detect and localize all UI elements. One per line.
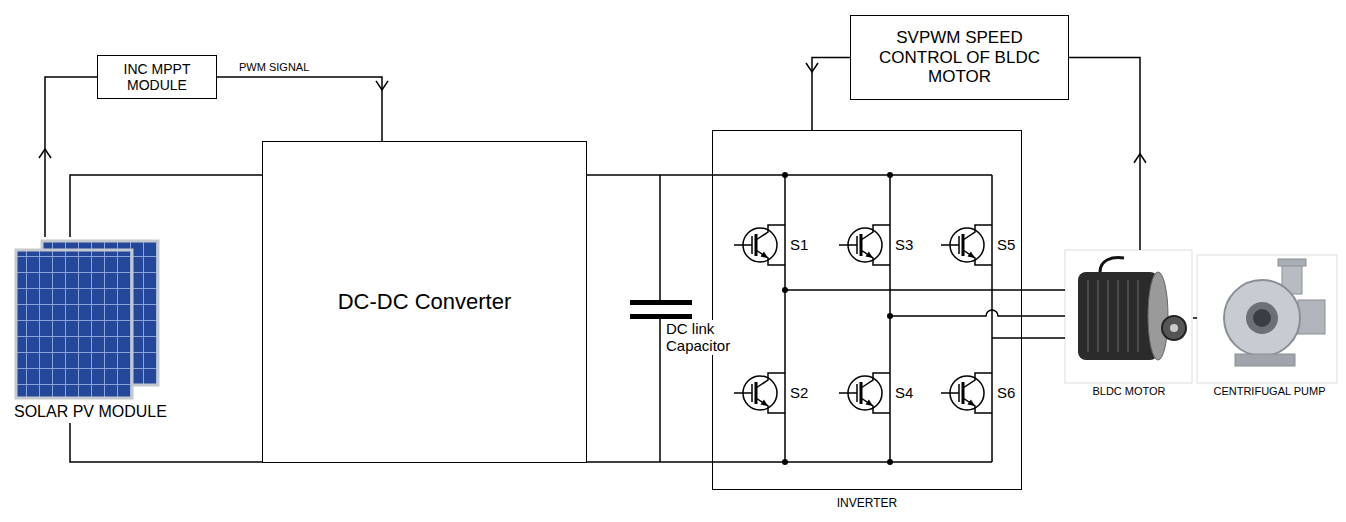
pump-picture <box>1197 255 1337 383</box>
inverter-box: INVERTER <box>712 130 1022 490</box>
junction-dot <box>887 459 893 465</box>
pump-picture <box>1197 255 1337 383</box>
node-label: INC MPPT MODULE <box>110 61 204 93</box>
igbt-switch <box>734 225 785 265</box>
connector-line <box>1022 315 1065 317</box>
igbt-switch <box>839 373 890 413</box>
arrowhead <box>39 149 51 158</box>
solar-panel <box>16 250 132 398</box>
junction-dot <box>887 313 893 319</box>
junction-dot <box>782 172 788 178</box>
arrowhead <box>1134 154 1146 163</box>
igbt-switch <box>839 225 890 265</box>
inverter-wiring <box>785 175 992 462</box>
connector <box>1193 318 1197 319</box>
connector <box>1022 338 1065 339</box>
process-box: INC MPPT MODULE <box>97 55 217 99</box>
centrifugal-pump: CENTRIFUGAL PUMP <box>1197 255 1342 400</box>
solar-panel <box>16 241 158 398</box>
connector-line <box>1193 317 1197 319</box>
connector <box>217 77 388 141</box>
motor-picture <box>1170 324 1178 332</box>
capacitor-symbol <box>630 314 692 319</box>
connector <box>1022 290 1065 291</box>
node-label: CENTRIFUGAL PUMP <box>1213 385 1325 398</box>
connector-line <box>587 461 712 463</box>
node-label: INVERTER <box>713 497 1021 511</box>
pump-picture <box>1235 354 1295 366</box>
pump-picture <box>1298 300 1325 334</box>
switch-label: S5 <box>997 236 1015 253</box>
switch-label: S4 <box>895 384 913 401</box>
connector-line <box>217 77 382 141</box>
capacitor-symbol <box>630 175 692 462</box>
connector-line <box>70 175 262 237</box>
arrowhead <box>376 81 388 90</box>
motor-picture <box>1148 272 1168 360</box>
node-label: SOLAR PV MODULE <box>14 403 167 421</box>
arrowhead <box>806 63 818 72</box>
connector <box>1069 58 1146 251</box>
signal-label: PWM SIGNAL <box>239 61 309 74</box>
pump-picture <box>1246 302 1278 334</box>
pump-picture <box>1278 259 1306 266</box>
junction-dot <box>782 459 788 465</box>
motor-picture <box>1088 280 1138 352</box>
node-label: SVPWM SPEED CONTROL OF BLDC MOTOR <box>863 28 1056 87</box>
connector <box>1022 316 1065 317</box>
inverter-wiring <box>992 337 1022 339</box>
node-label: BLDC MOTOR <box>1092 385 1165 398</box>
capacitor-symbol <box>630 300 692 305</box>
igbt-switch <box>734 373 785 413</box>
junction-dot <box>782 287 788 293</box>
pump-picture <box>1224 280 1300 356</box>
connector <box>70 175 262 237</box>
igbt-switch <box>941 373 992 413</box>
connector <box>806 58 850 131</box>
connector <box>587 462 712 463</box>
connector <box>70 423 262 462</box>
solar-pv-module: SOLAR PV MODULE <box>14 237 229 423</box>
connector-line <box>812 58 850 131</box>
switch-label: S3 <box>895 236 913 253</box>
switch-label: S1 <box>790 236 808 253</box>
connector <box>39 77 97 237</box>
control-box: SVPWM SPEED CONTROL OF BLDC MOTOR <box>850 15 1069 100</box>
connector-line <box>1022 337 1065 339</box>
converter-box: DC-DC Converter <box>262 141 587 463</box>
junction-dot <box>782 172 893 465</box>
connector-line <box>70 423 262 462</box>
junction-dot <box>887 172 893 178</box>
connector-line <box>587 174 712 176</box>
igbt-switch <box>734 225 992 413</box>
connector <box>587 175 712 176</box>
motor-picture <box>1065 250 1192 383</box>
connector-line <box>45 77 97 237</box>
connector-line <box>1022 289 1065 291</box>
switch-label: S6 <box>997 384 1015 401</box>
inverter-wiring <box>712 175 1022 462</box>
motor-picture <box>1078 272 1158 360</box>
connector-line <box>1069 58 1140 251</box>
motor-picture <box>1100 258 1124 272</box>
component-label: DC link Capacitor <box>666 320 734 355</box>
inverter-wiring <box>712 175 992 462</box>
inverter-wiring <box>890 310 1022 316</box>
switch-label: S2 <box>790 384 808 401</box>
motor-picture <box>1162 316 1186 340</box>
motor-picture <box>1065 250 1192 383</box>
pump-picture <box>1253 309 1271 327</box>
igbt-switch <box>941 225 992 265</box>
bldc-motor: BLDC MOTOR <box>1065 250 1193 400</box>
node-label: DC-DC Converter <box>338 289 512 314</box>
inverter-wiring <box>785 289 1022 291</box>
